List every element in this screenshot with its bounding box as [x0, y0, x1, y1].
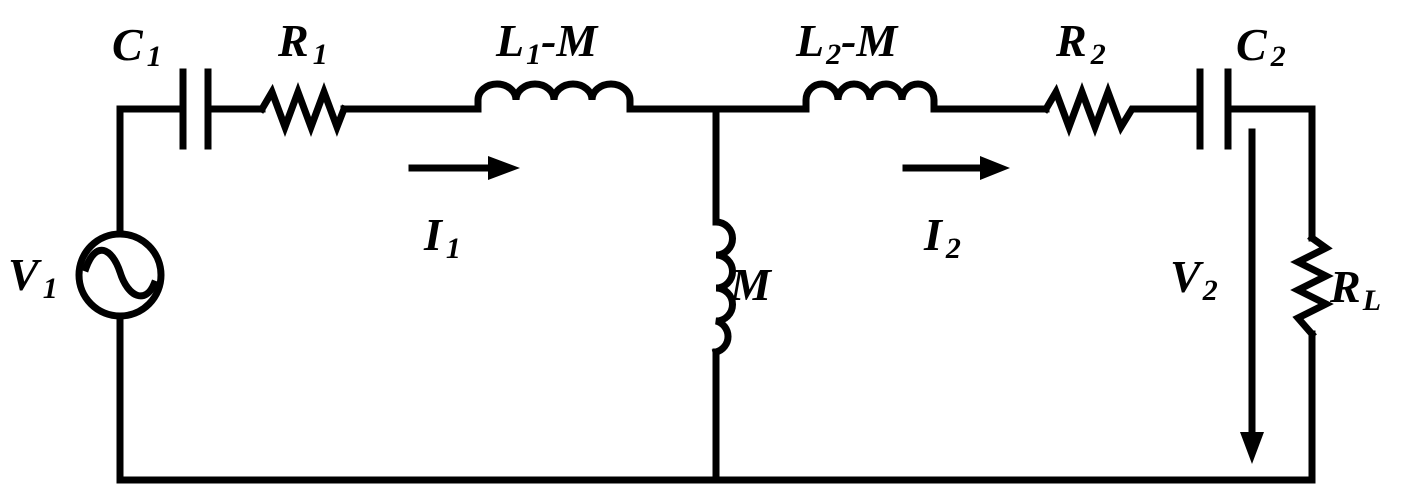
label-v2: V2: [1170, 251, 1218, 307]
label-l2-m: L2-M: [795, 15, 899, 71]
label-m: M: [729, 259, 773, 310]
capacitor-c2: [1196, 68, 1232, 150]
voltage-arrow-v2: [1240, 128, 1264, 464]
wire-c2-right: [1226, 105, 1316, 242]
current-arrow-i1: [408, 156, 520, 180]
resistor-r2: [1041, 81, 1142, 138]
wire-left-top: [116, 105, 182, 236]
current-arrow-i2: [902, 156, 1010, 180]
inductor-m: [711, 218, 736, 357]
capacitor-c1: [179, 68, 212, 150]
resistor-r1: [257, 81, 349, 138]
label-rl: RL: [1329, 261, 1381, 317]
sine-wave-icon: [81, 246, 159, 300]
ac-voltage-source-v1: [75, 230, 165, 320]
inductor-l2-m: [802, 80, 938, 113]
label-l1-m: L1-M: [495, 15, 599, 71]
resistor-rl: [1290, 233, 1334, 339]
wires: [116, 105, 1316, 484]
inductor-l1-m: [474, 80, 634, 113]
